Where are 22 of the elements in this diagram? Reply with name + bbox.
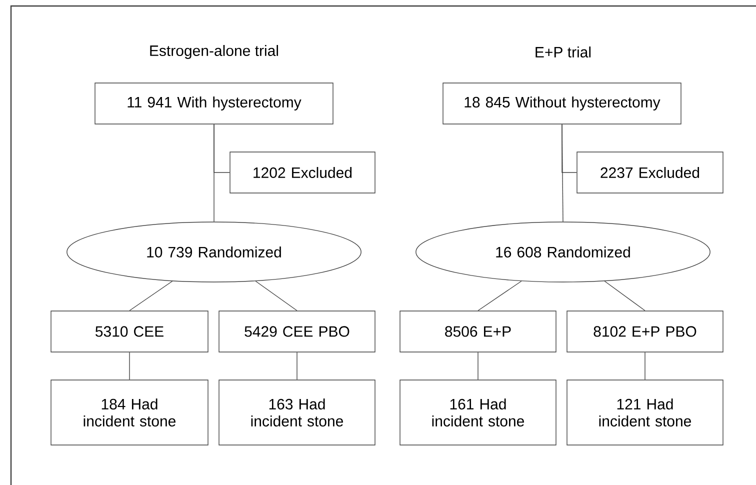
connector-line xyxy=(604,280,646,311)
flow-box: 5429 CEE PBO xyxy=(218,310,376,352)
flow-box: 11 941 With hysterectomy xyxy=(94,82,334,124)
connector-line xyxy=(478,280,522,311)
connector-line xyxy=(562,124,564,222)
connector-line xyxy=(129,280,173,311)
connector-line xyxy=(129,352,130,380)
flow-box: 184 Had incident stone xyxy=(50,380,208,446)
flow-box: 8506 E+P xyxy=(400,310,556,352)
flow-box: 2237 Excluded xyxy=(576,152,724,194)
flow-box: 161 Had incident stone xyxy=(400,380,556,446)
flow-box: 163 Had incident stone xyxy=(218,380,376,446)
flow-box: 121 Had incident stone xyxy=(566,380,724,446)
trial-heading: Estrogen-alone trial xyxy=(150,45,278,59)
connector-line xyxy=(296,352,298,380)
flow-box: 18 845 Without hysterectomy xyxy=(442,82,682,124)
trial-heading: E+P trial xyxy=(536,46,591,58)
connector-line xyxy=(255,280,298,311)
flow-box: 5310 CEE xyxy=(50,310,208,352)
flow-box: 1202 Excluded xyxy=(230,152,376,194)
connector-line xyxy=(644,352,646,380)
flow-box: 8102 E+P PBO xyxy=(566,310,724,352)
